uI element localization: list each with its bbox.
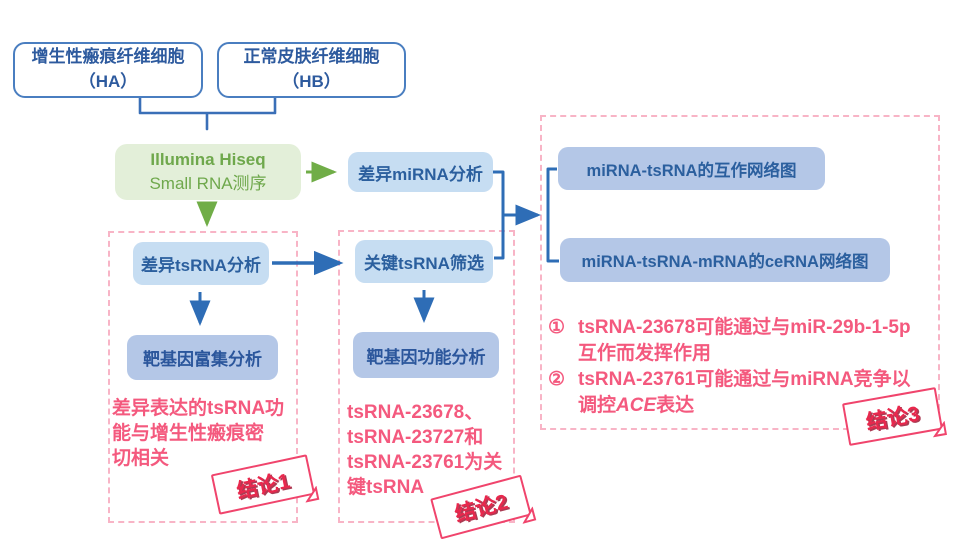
- bracket-samples: [138, 96, 277, 131]
- conclusion3-region: [540, 115, 940, 430]
- conclusion3-stamp: 结论3: [841, 387, 948, 446]
- sample-box-hb-label: 正常皮肤纤维细胞 （HB）: [243, 47, 380, 91]
- diff-tsrna-box: 差异tsRNA分析: [133, 242, 269, 285]
- conclusion3-stamp-label: 结论3: [864, 401, 922, 434]
- stamp-fold-icon: [932, 420, 948, 438]
- cerna-network-label: miRNA-tsRNA-mRNA的ceRNA网络图: [581, 253, 869, 271]
- stamp-fold-icon: [305, 485, 320, 503]
- target-gene-enrichment-box: 靶基因富集分析: [127, 335, 278, 380]
- conclusion2-text: tsRNA-23678、 tsRNA-23727和 tsRNA-23761为关 …: [347, 402, 503, 498]
- conclusion2-stamp-label: 结论2: [452, 490, 511, 527]
- conclusion3-item-1-text: tsRNA-23678可能通过与miR-29b-1-5p 互作而发挥作用: [578, 317, 911, 364]
- diff-mirna-box: 差异miRNA分析: [348, 152, 493, 192]
- conclusion1-region: [108, 231, 298, 523]
- mirna-tsrna-network-box: miRNA-tsRNA的互作网络图: [558, 147, 825, 190]
- target-gene-enrichment-label: 靶基因富集分析: [143, 350, 262, 369]
- sample-box-hb: 正常皮肤纤维细胞 （HB）: [217, 42, 406, 98]
- conclusion1-stamp: 结论1: [210, 454, 320, 515]
- conclusion1-text: 差异表达的tsRNA功 能与增生性瘢痕密 切相关: [112, 398, 285, 469]
- conclusion3-item-1: ① tsRNA-23678可能通过与miR-29b-1-5p 互作而发挥作用: [548, 315, 933, 367]
- sequencing-line1: Illumina Hiseq: [150, 150, 266, 170]
- key-tsrna-screening-box: 关键tsRNA筛选: [355, 240, 493, 283]
- sample-box-ha-label: 增生性瘢痕纤维细胞 （HA）: [31, 47, 185, 91]
- bracket-merge-left: [493, 170, 505, 260]
- diff-mirna-label: 差异miRNA分析: [358, 164, 483, 184]
- cerna-network-box: miRNA-tsRNA-mRNA的ceRNA网络图: [560, 238, 890, 282]
- conclusion3-item-2-prefix: tsRNA-23761可能通过与miRNA竞争以 调控: [578, 369, 911, 416]
- sample-box-ha: 增生性瘢痕纤维细胞 （HA）: [13, 42, 203, 98]
- key-tsrna-screening-label: 关键tsRNA筛选: [364, 254, 484, 273]
- target-gene-function-box: 靶基因功能分析: [353, 332, 499, 378]
- conclusion3-text: ① tsRNA-23678可能通过与miR-29b-1-5p 互作而发挥作用 ②…: [548, 315, 933, 419]
- sequencing-line2: Small RNA测序: [149, 174, 267, 193]
- conclusion3-item-2: ② tsRNA-23761可能通过与miRNA竞争以 调控ACE表达: [548, 367, 933, 419]
- conclusion3-item-2-suffix: 表达: [656, 395, 695, 416]
- conclusion3-item-2-text: tsRNA-23761可能通过与miRNA竞争以 调控ACE表达: [578, 367, 911, 419]
- diff-tsrna-label: 差异tsRNA分析: [141, 256, 261, 275]
- conclusion1-stamp-label: 结论1: [234, 469, 292, 503]
- conclusion3-item-2-gene: ACE: [616, 395, 657, 416]
- conclusion3-item-1-marker: ①: [548, 317, 566, 338]
- conclusion2-region: [338, 230, 515, 523]
- sequencing-box: Illumina Hiseq Small RNA测序: [115, 144, 301, 200]
- conclusion2-stamp: 结论2: [430, 474, 537, 540]
- stamp-fold-icon: [522, 506, 537, 524]
- bracket-split-right: [546, 167, 559, 263]
- conclusion3-item-2-marker: ②: [548, 369, 566, 390]
- mirna-tsrna-network-label: miRNA-tsRNA的互作网络图: [586, 161, 797, 180]
- target-gene-function-label: 靶基因功能分析: [366, 347, 486, 367]
